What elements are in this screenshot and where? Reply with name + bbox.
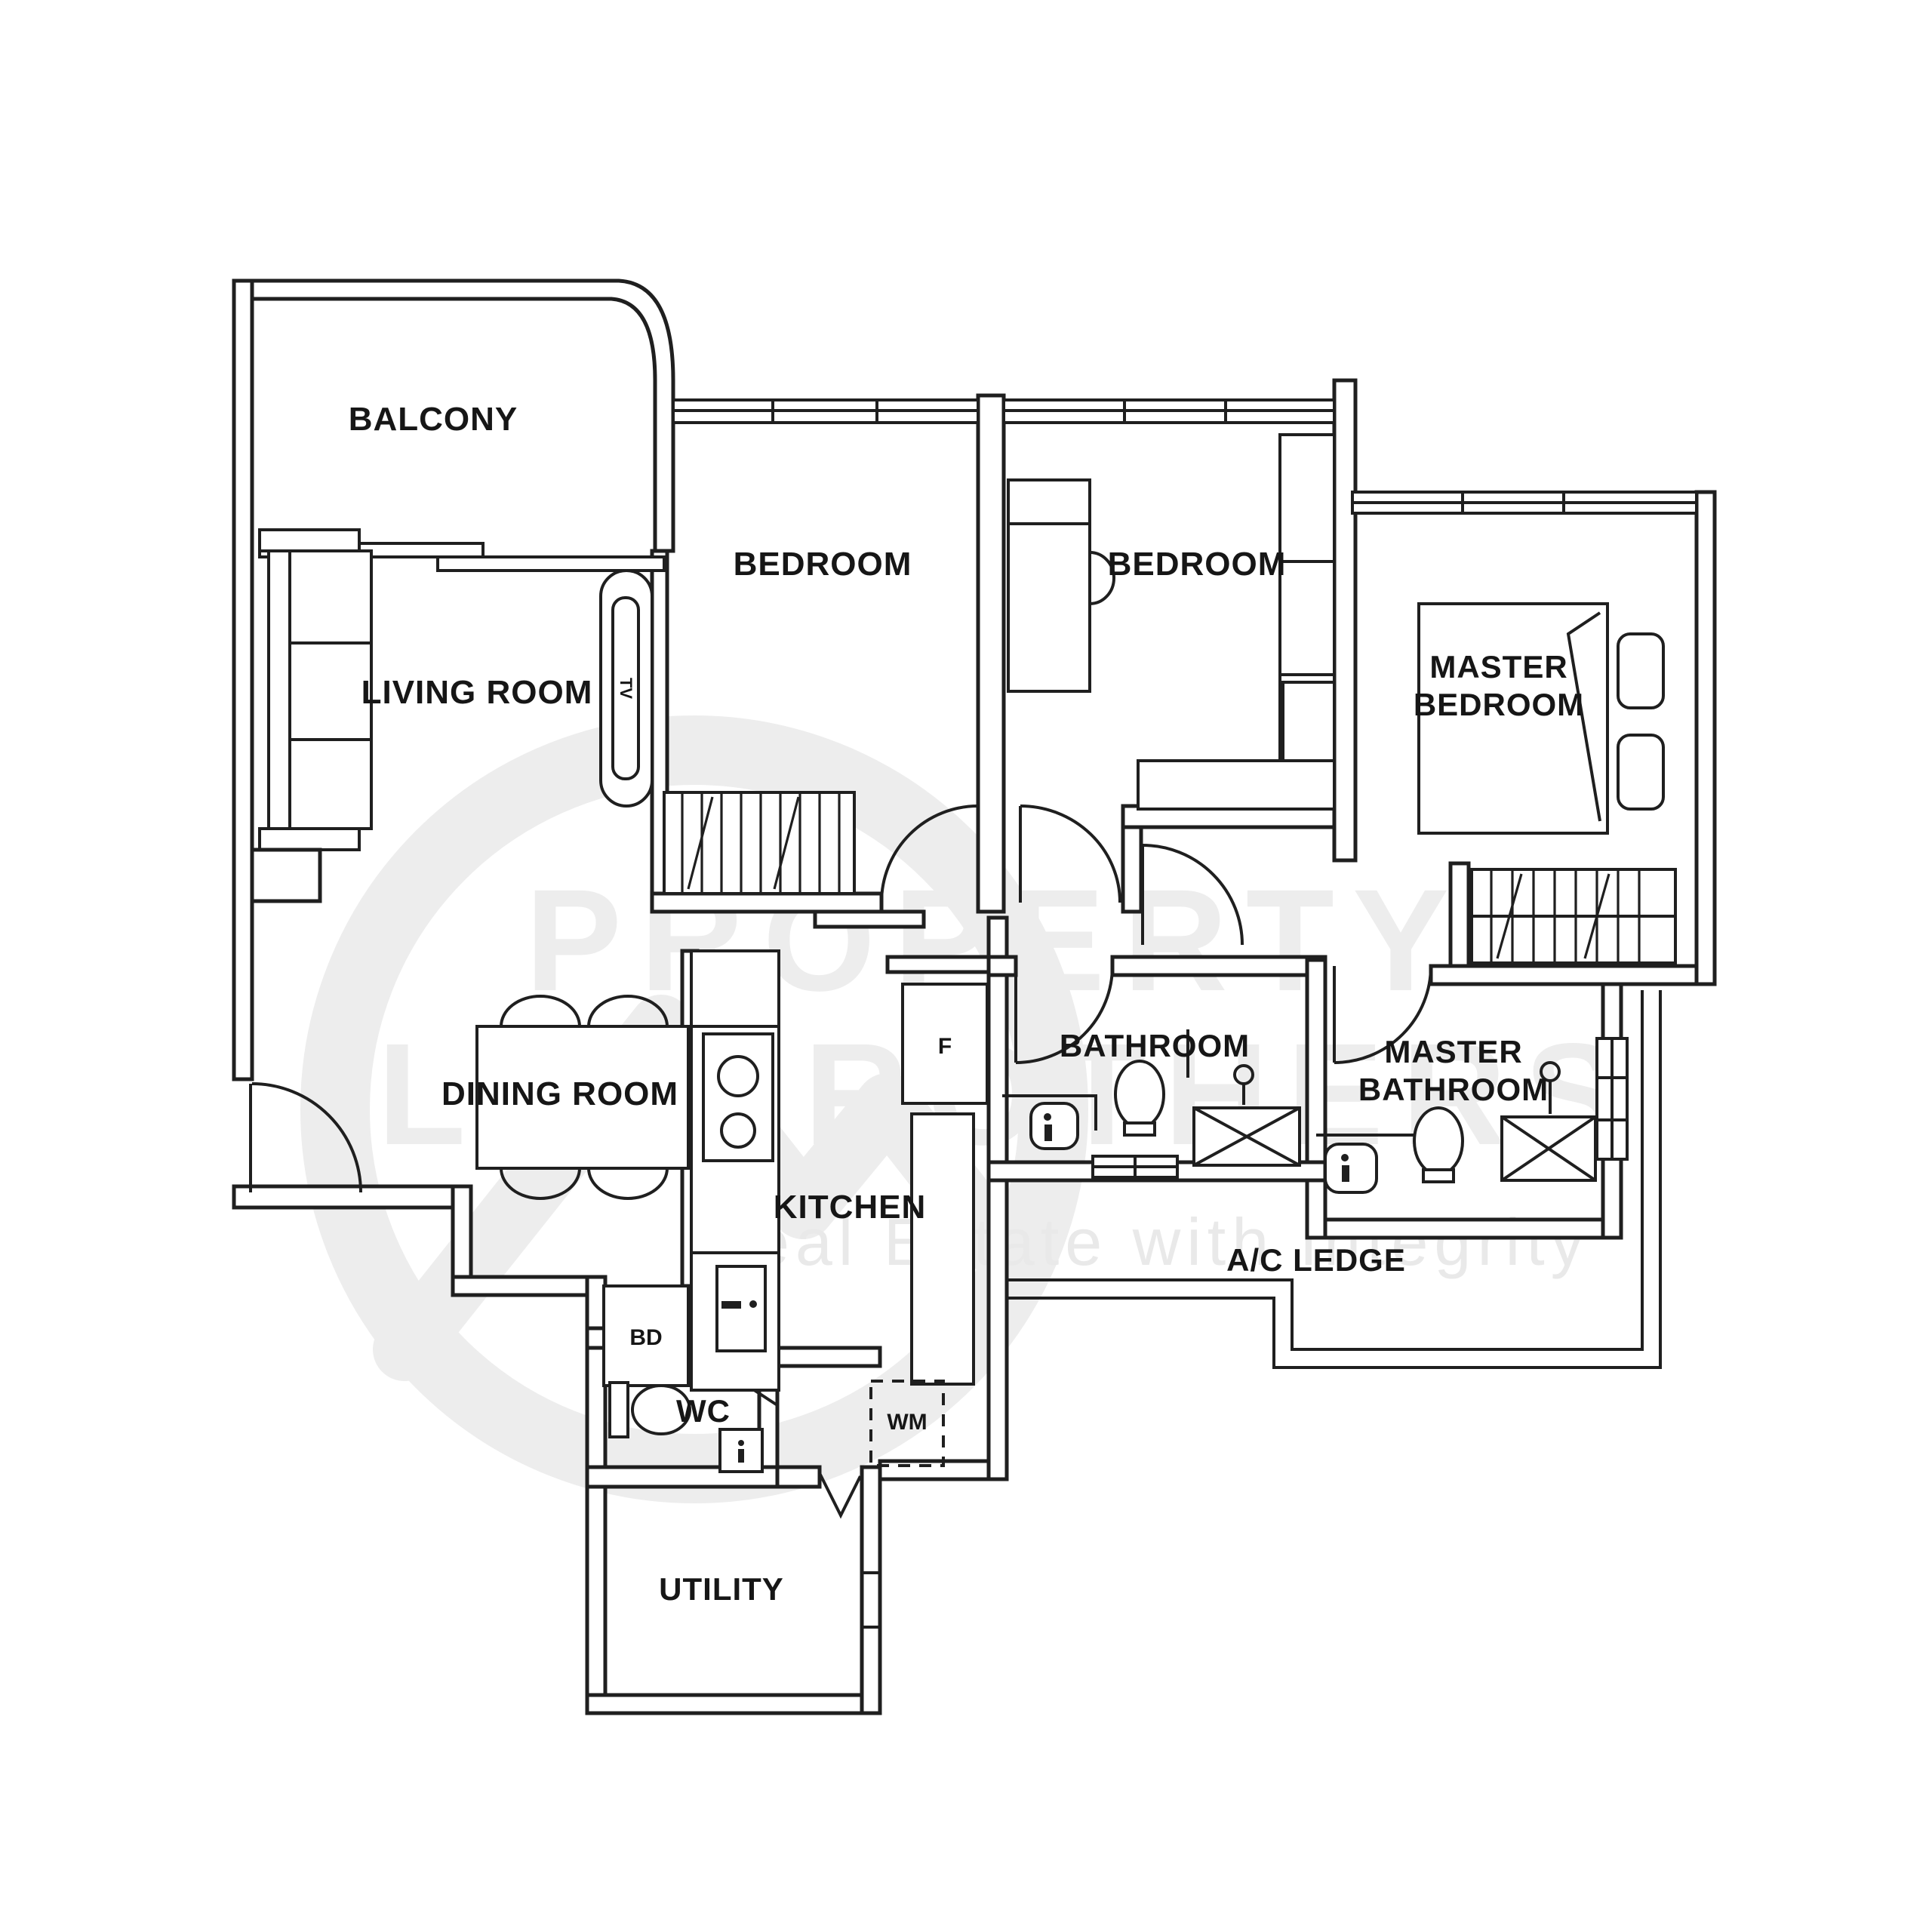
bathroom-door: [1014, 965, 1114, 1064]
sofa: [258, 528, 373, 851]
wall-bath-top-left: [986, 955, 1018, 977]
bedroom1-door: [880, 804, 980, 903]
window-master-bedroom: [1351, 491, 1698, 515]
cabinet-bedroom2: [1137, 681, 1336, 811]
window-bedroom2: [1002, 398, 1336, 424]
wall-bath-left: [986, 915, 1009, 1481]
master-toilet-icon: [1413, 1106, 1464, 1183]
room-label-kitchen: KITCHEN: [774, 1189, 927, 1226]
wall-bath-top: [1110, 955, 1327, 977]
chair-icon: [500, 995, 581, 1027]
dining-table: [475, 995, 690, 1200]
watermark-tagline: Real Estate with Integrity: [698, 1204, 1589, 1279]
wall-master-left: [1332, 378, 1358, 863]
tv-console: TV: [599, 569, 654, 808]
room-label-living-room: LIVING ROOM: [361, 674, 593, 711]
wardrobe-bedroom1: [663, 791, 856, 895]
wall-master-nook-cheek: [1448, 861, 1471, 968]
room-label-utility: UTILITY: [659, 1571, 784, 1607]
wall-bedroom-divider: [976, 393, 1006, 914]
column-living: [250, 848, 322, 903]
corridor-door: [1141, 844, 1244, 946]
window-bathroom: [1091, 1155, 1179, 1179]
wall-corridor-bottom: [775, 1346, 882, 1368]
room-label-master-bathroom-1: MASTER: [1384, 1034, 1522, 1069]
master-sink-icon: [1324, 1143, 1378, 1194]
wall-step-horiz: [451, 1275, 606, 1297]
window-bedroom1: [672, 398, 980, 424]
wall-bath-divider: [1305, 958, 1327, 1240]
bedside-table: [1617, 734, 1665, 811]
room-label-master-bedroom-2: BEDROOM: [1414, 687, 1584, 722]
wall-kitchen-lintel: [813, 909, 926, 929]
walls: [232, 278, 1717, 1715]
wall-masterbath-bottom: [1323, 1217, 1623, 1240]
room-label-wc: WC: [676, 1393, 731, 1429]
shower-icon: [1192, 1064, 1301, 1167]
fridge-label: F: [938, 1034, 952, 1059]
wall-bedroom1-bottom: [650, 891, 884, 914]
tv-label: TV: [617, 678, 635, 699]
wm-label: WM: [887, 1410, 927, 1435]
chair-icon: [587, 995, 669, 1027]
wall-utility-right: [860, 1465, 882, 1715]
master-bathroom-fixtures: [1316, 1061, 1597, 1194]
master-bathroom-door: [1333, 965, 1432, 1064]
wall-master-right: [1694, 490, 1717, 986]
room-label-ac-ledge: A/C LEDGE: [1226, 1242, 1406, 1278]
kitchen-counter-right: [910, 1112, 975, 1386]
toilet-icon: [1114, 1060, 1165, 1137]
room-label-bedroom-1: BEDROOM: [734, 546, 912, 583]
bathroom-sink-icon: [1029, 1102, 1079, 1150]
chair-icon: [587, 1168, 669, 1200]
room-label-balcony: BALCONY: [349, 401, 518, 438]
room-label-master-bedroom-1: MASTER: [1429, 649, 1567, 685]
wall-fridge-shelf: [885, 955, 991, 974]
wc-sink-icon: [718, 1428, 764, 1473]
doors: [249, 804, 1432, 1519]
entrance-door: [249, 1082, 362, 1193]
kitchen-counter-left: [690, 949, 780, 1392]
bed-master: [1417, 602, 1665, 835]
wc-toilet-icon: [608, 1381, 691, 1438]
wall-utility-top: [775, 1465, 822, 1489]
window-master-bathroom: [1595, 1037, 1629, 1161]
stove-icon: [702, 1032, 774, 1162]
bed-bedroom2: [1007, 478, 1115, 693]
chair-icon: [500, 1168, 581, 1200]
room-label-dining-room: DINING ROOM: [441, 1075, 678, 1112]
wc-fixtures: [608, 1381, 764, 1473]
ac-ledge-outline: [1007, 990, 1662, 1369]
wardrobe-master: [1470, 868, 1677, 964]
kitchen-sink-icon: [715, 1265, 767, 1352]
wall-master-bottom: [1429, 964, 1717, 986]
bedroom2-door: [1019, 804, 1121, 903]
windows: [258, 398, 1698, 1179]
master-shower-icon: [1500, 1061, 1597, 1182]
bomb-shelter-door: BD: [602, 1284, 690, 1387]
fridge: F: [901, 983, 989, 1105]
room-labels: BALCONY LIVING ROOM DINING ROOM KITCHEN …: [349, 401, 1584, 1607]
wall-left-upper: [232, 278, 254, 1081]
washing-machine: WM: [869, 1380, 945, 1467]
room-label-bedroom-2: BEDROOM: [1108, 546, 1287, 583]
bd-label: BD: [629, 1325, 662, 1350]
bedside-table: [1617, 632, 1665, 709]
room-label-bathroom: BATHROOM: [1060, 1028, 1250, 1063]
room-label-master-bathroom-2: BATHROOM: [1358, 1072, 1549, 1107]
bathroom-fixtures: [1002, 1029, 1301, 1167]
wall-dining-bottom: [232, 1184, 473, 1210]
utility-door: [818, 1472, 862, 1519]
wall-utility-bottom: [585, 1693, 882, 1715]
